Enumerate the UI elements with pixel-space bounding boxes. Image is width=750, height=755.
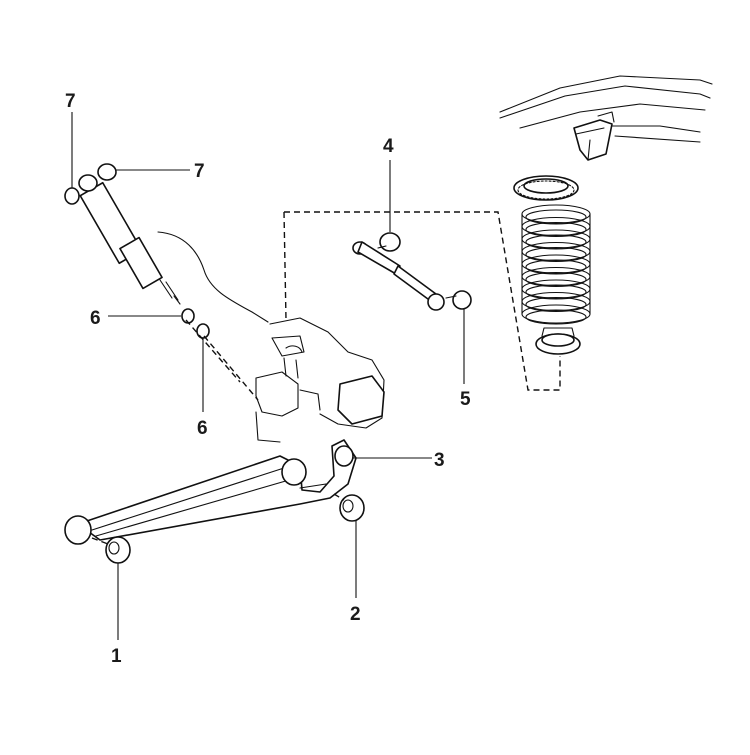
- coil-spring: [521, 204, 591, 325]
- spring-coil-turn-inner: [525, 246, 587, 263]
- spring-coil-turn: [521, 304, 591, 324]
- callout-6b: 6: [197, 418, 208, 439]
- trailing-arm-front-bushing: [91, 536, 131, 564]
- callout-7b: 7: [194, 161, 205, 182]
- spring-coil-turn-inner: [525, 259, 587, 275]
- callout-3: 3: [434, 450, 445, 471]
- lower-spring-insulator: [535, 327, 581, 355]
- axle-alignment-dash-left: [283, 211, 287, 321]
- spring-coil-turn-inner: [525, 271, 587, 288]
- shock-lower-bushing-lower: [196, 323, 210, 339]
- callout-6a: 6: [90, 308, 101, 329]
- lateral-control-rod: [352, 232, 472, 311]
- callout-4: 4: [383, 136, 394, 157]
- spring-alignment-dash: [284, 211, 561, 391]
- spring-coil-turn-inner: [525, 284, 587, 300]
- shock-absorber: [64, 163, 181, 305]
- upper-spring-insulator: [513, 175, 579, 201]
- trailing-arm: [64, 439, 357, 545]
- trailing-arm-rear-bushing: [333, 493, 365, 522]
- callout-2: 2: [350, 604, 361, 625]
- shock-lower-bushing-upper: [181, 308, 195, 324]
- axle-housing: [157, 231, 385, 443]
- leader-lines: [71, 112, 465, 640]
- callout-1: 1: [111, 646, 122, 667]
- callout-7a: 7: [65, 91, 76, 112]
- spring-coil-turn-inner: [525, 234, 587, 250]
- spring-coil-turn-inner: [525, 209, 587, 225]
- spring-coil-turn-inner: [525, 221, 587, 238]
- vehicle-body-outline: [499, 75, 713, 143]
- upper-spring-bracket: [573, 111, 615, 161]
- spring-coil-turn-inner: [525, 309, 587, 325]
- spring-coil-turn-inner: [525, 296, 587, 313]
- callout-5: 5: [460, 389, 471, 410]
